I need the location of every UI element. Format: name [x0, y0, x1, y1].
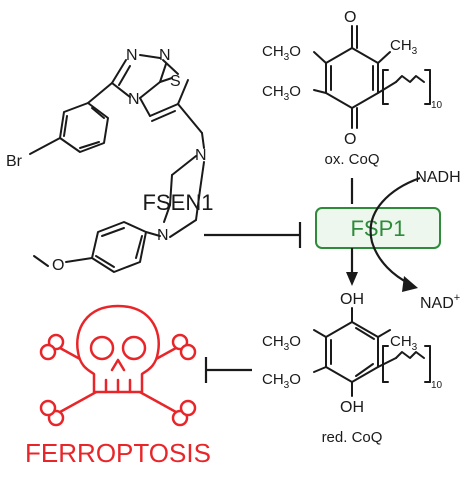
ox-coq-carbonyl-bottom: O [344, 131, 356, 148]
piperazine-ring [145, 155, 205, 238]
red-coq-methoxy-2: CH3O [262, 371, 301, 391]
piperazine-n-top: N [195, 147, 207, 164]
oxidized-coq-structure [313, 25, 431, 129]
red-coq-methoxy-1: CH3O [262, 333, 301, 353]
inhibition-line-fsen1 [204, 222, 302, 248]
bromophenyl-ring [29, 102, 109, 155]
ox-coq-methyl: CH3 [390, 37, 418, 57]
svg-text:CH3: CH3 [390, 37, 418, 57]
red-coq-label: red. CoQ [322, 429, 383, 446]
methoxyphenyl-ring [33, 221, 147, 273]
thiazole-s: S [170, 73, 181, 90]
ferroptosis-label: FERROPTOSIS [25, 438, 211, 468]
bromine-atom: Br [6, 153, 23, 170]
svg-text:CH3O: CH3O [262, 83, 301, 103]
svg-text:CH3O: CH3O [262, 333, 301, 353]
fsp1-label: FSP1 [350, 216, 405, 241]
red-coq-chain-repeat: 10 [431, 380, 443, 391]
svg-text:CH3O: CH3O [262, 43, 301, 63]
red-coq-methyl: CH3 [390, 333, 418, 353]
piperazine-n-bottom: N [157, 227, 169, 244]
nad-label: NAD+ [420, 292, 460, 312]
red-coq-hydroxyl-bottom: OH [340, 399, 364, 416]
svg-text:CH3: CH3 [390, 333, 418, 353]
inhibitor-name: FSEN1 [143, 190, 214, 215]
triazolothiazole-core [87, 54, 205, 149]
arrow-to-red-coq [346, 248, 358, 286]
nadh-to-nad-arrow [369, 176, 421, 292]
nadh-label: NADH [415, 169, 460, 186]
red-coq-hydroxyl-top: OH [340, 291, 364, 308]
triazole-n-2: N [159, 47, 171, 64]
ox-coq-label: ox. CoQ [324, 151, 379, 168]
ox-coq-methoxy-1: CH3O [262, 43, 301, 63]
ox-coq-chain-repeat: 10 [431, 100, 443, 111]
skull-crossbones-icon [39, 304, 197, 427]
methoxy-oxygen: O [52, 257, 64, 274]
inhibition-line-red-coq [204, 357, 252, 383]
fsen1-structure: Br N N N S [6, 47, 207, 274]
reduced-coq-structure [313, 307, 431, 397]
ox-coq-carbonyl-top: O [344, 9, 356, 26]
svg-text:CH3O: CH3O [262, 371, 301, 391]
triazole-n-1: N [126, 47, 138, 64]
ox-coq-methoxy-2: CH3O [262, 83, 301, 103]
triazole-n-3: N [128, 91, 140, 108]
